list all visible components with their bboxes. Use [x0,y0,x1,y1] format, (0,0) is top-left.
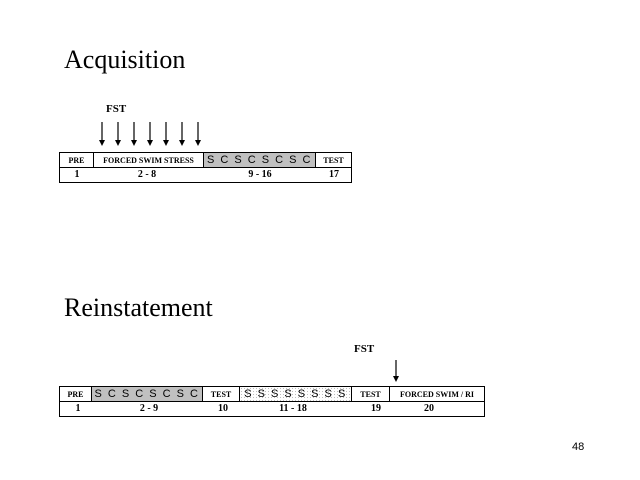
rei-day-row: 1 2 - 9 10 11 - 18 19 20 [59,402,485,417]
reinstatement-timeline: PRE S C S C S C S C TEST S S S S S S S S… [59,386,485,417]
acq-segment-sc-sessions: S C S C S C S C [203,152,315,168]
rei-day-test-2: 19 [371,403,381,414]
rei-day-pre: 1 [75,403,81,414]
rei-segment-forced-swim-ri: FORCED SWIM / RI [389,386,485,402]
rei-segment-sc-sessions: S C S C S C S C [91,386,202,402]
reinstatement-fst-arrow [393,360,399,382]
acquisition-fst-arrow [163,122,169,146]
acquisition-title: Acquisition [64,45,186,74]
acquisition-fst-arrow [131,122,137,146]
acq-segment-test: TEST [315,152,352,168]
rei-day-s: 11 - 18 [279,403,307,414]
acquisition-fst-arrow [179,122,185,146]
page-number: 48 [572,441,585,453]
acq-day-test: 17 [329,169,339,180]
acq-day-row: 1 2 - 8 9 - 16 17 [59,168,352,183]
rei-segment-test-1: TEST [202,386,239,402]
acq-day-forced-swim: 2 - 8 [137,169,157,180]
acquisition-fst-arrow [195,122,201,146]
reinstatement-title: Reinstatement [64,293,213,322]
reinstatement-fst-label: FST [354,343,375,355]
acq-day-sc: 9 - 16 [248,169,272,180]
acquisition-fst-arrow [99,122,105,146]
acquisition-fst-arrow [115,122,121,146]
acquisition-timeline: PRE FORCED SWIM STRESS S C S C S C S C T… [59,152,352,183]
acq-segment-forced-swim-stress: FORCED SWIM STRESS [93,152,203,168]
rei-day-sc: 2 - 9 [139,403,159,414]
rei-segment-s-sessions: S S S S S S S S [239,386,351,402]
acquisition-fst-arrow [147,122,153,146]
acquisition-fst-label: FST [106,103,127,115]
rei-segment-pre: PRE [59,386,91,402]
rei-day-test-1: 10 [218,403,228,414]
rei-day-forced-swim: 20 [424,403,434,414]
acq-day-pre: 1 [74,169,80,180]
rei-segment-test-2: TEST [351,386,389,402]
acq-segment-pre: PRE [59,152,93,168]
